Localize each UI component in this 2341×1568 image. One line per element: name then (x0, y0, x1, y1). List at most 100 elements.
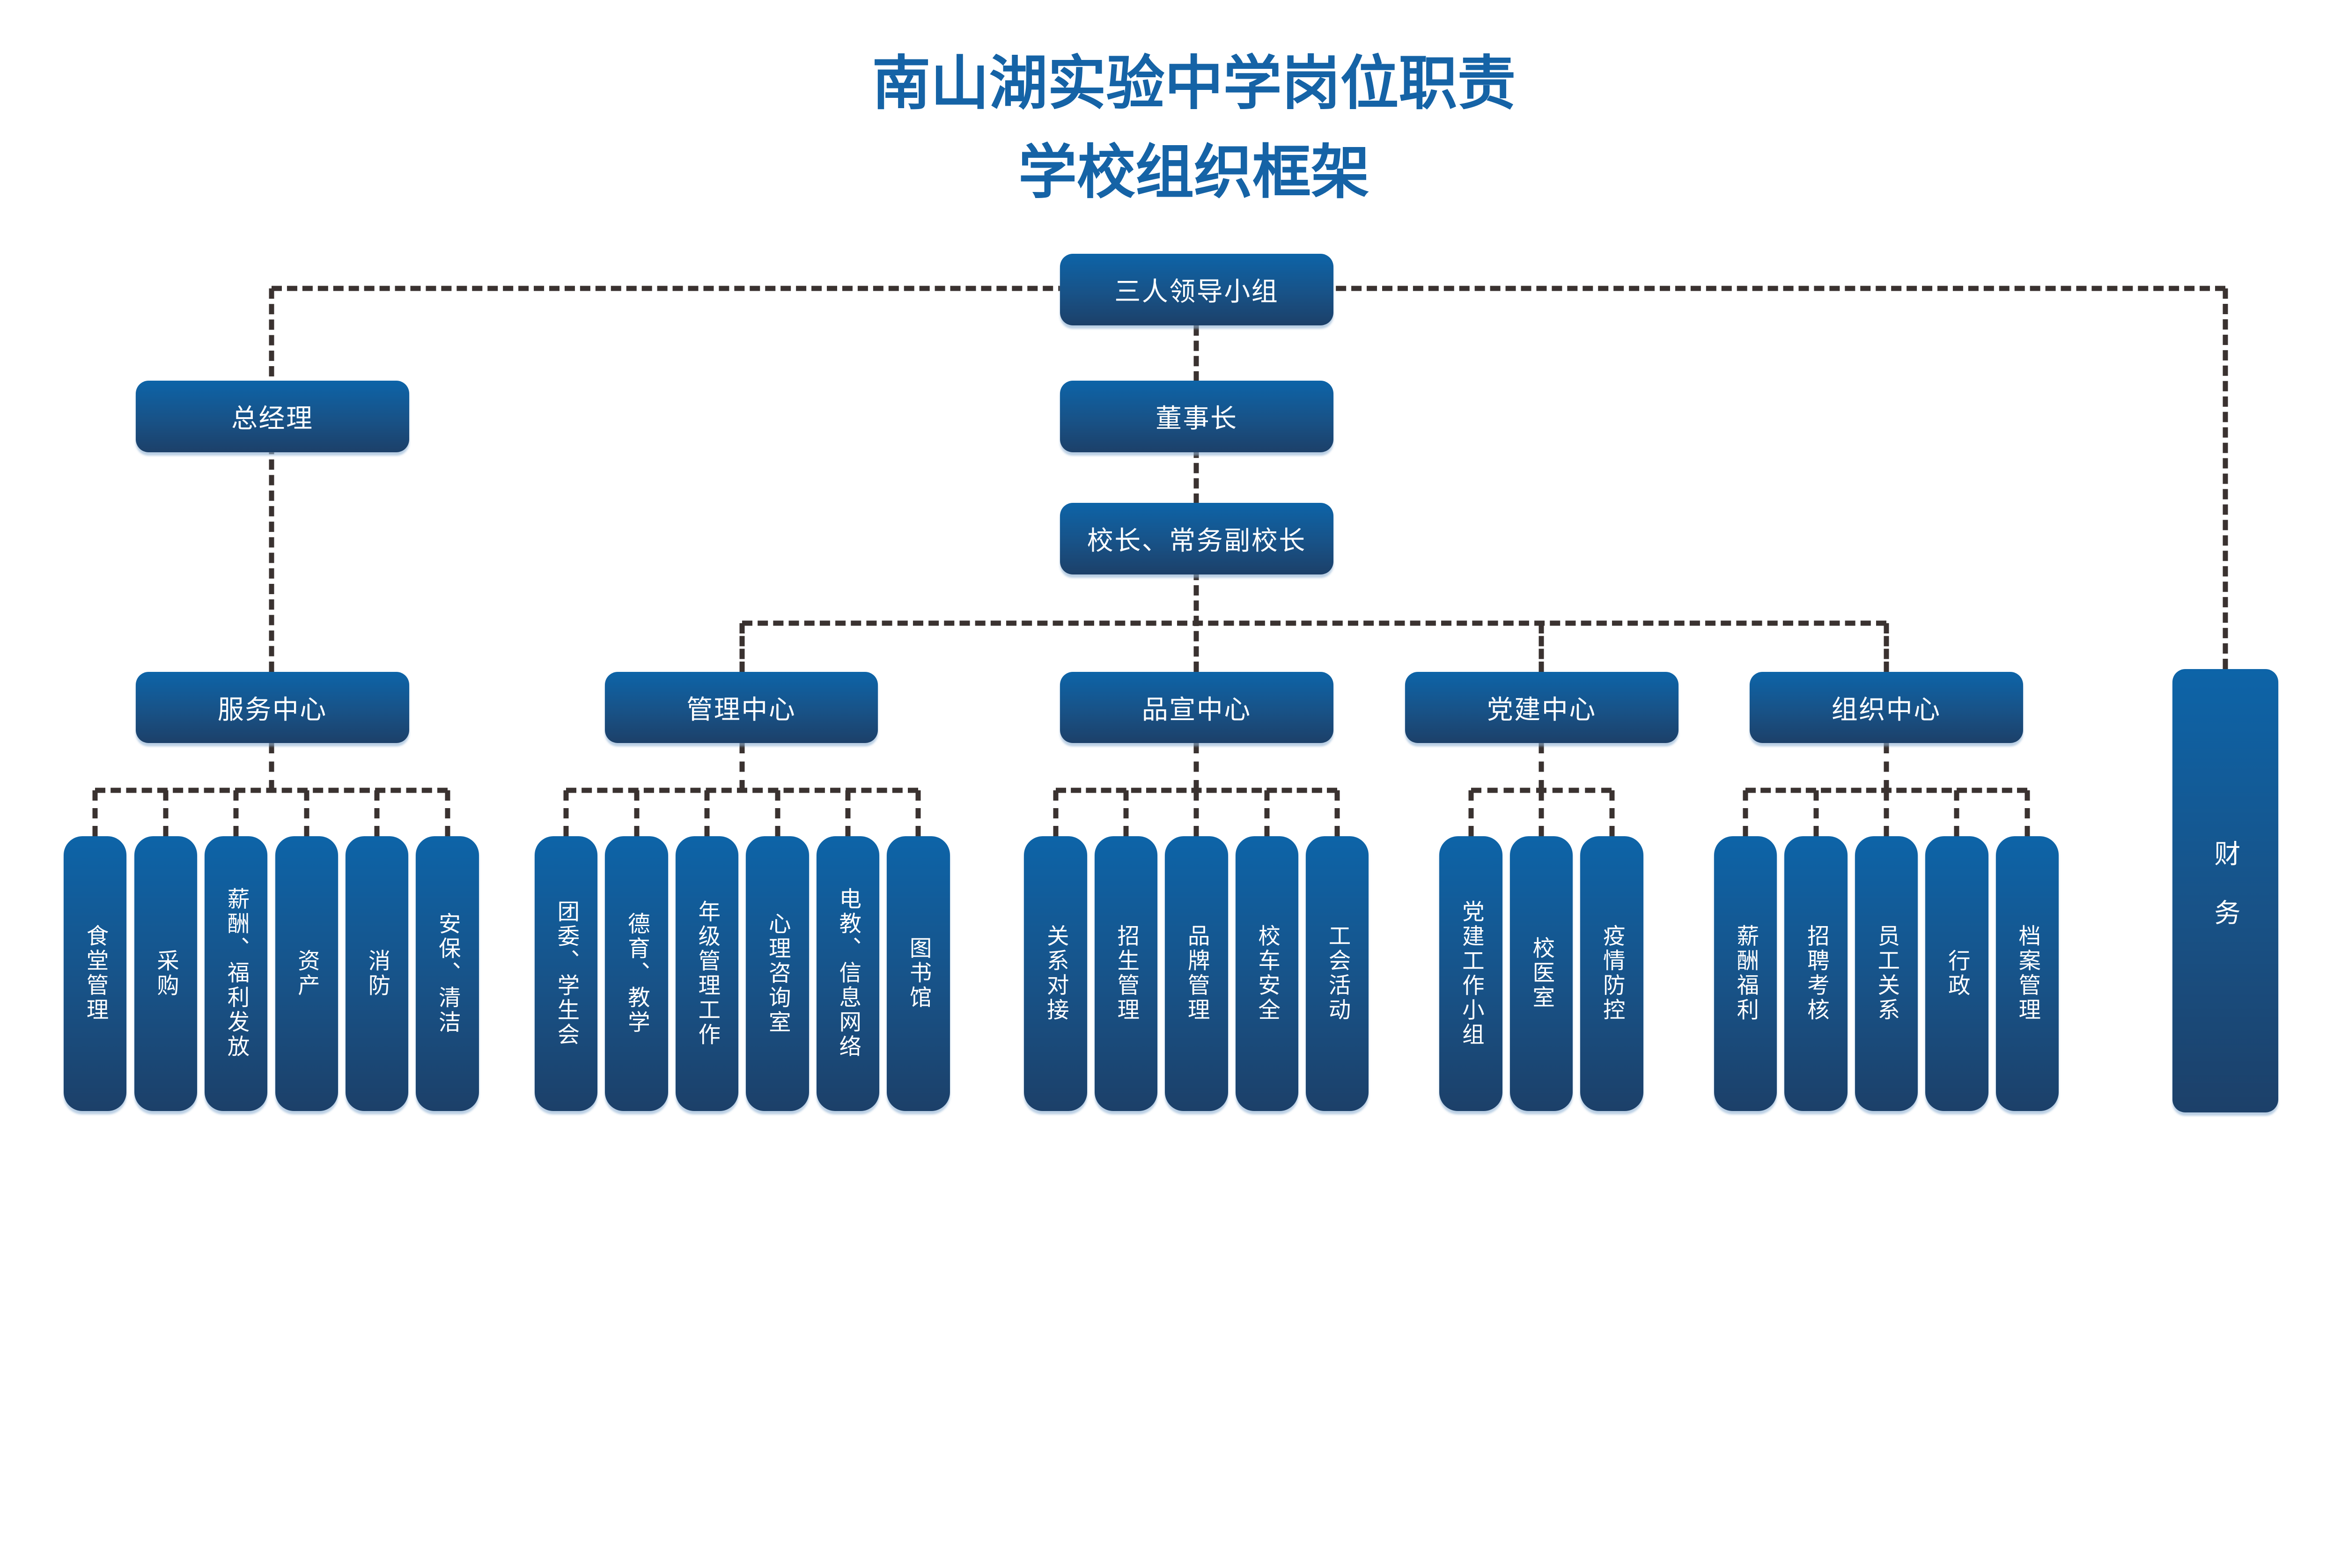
dept-box: 招生管理 (1094, 836, 1158, 1111)
dept-label: 校医室 (1529, 936, 1554, 1010)
dept-box: 采购 (134, 836, 197, 1111)
dept-box: 招聘考核 (1784, 836, 1848, 1111)
connector-child-stub (1334, 790, 1340, 836)
dept-box: 工会活动 (1306, 836, 1369, 1111)
connector-child-stub (1123, 790, 1129, 836)
node-management-center: 管理中心 (604, 671, 878, 744)
node-label: 董事长 (1156, 404, 1238, 434)
dept-label: 党建工作小组 (1458, 899, 1484, 1047)
connector-child-stub (1609, 790, 1614, 836)
connector-child-stub (1468, 790, 1474, 836)
connector-child-stub (1813, 790, 1819, 836)
connector-child-stub (775, 790, 780, 836)
connector-child-stub (445, 790, 450, 836)
dept-label: 疫情防控 (1599, 924, 1625, 1023)
connector-child-stub (1264, 790, 1270, 836)
connector-child-stub (634, 790, 640, 836)
dept-label: 消防 (364, 949, 390, 998)
connector-child-stub (1053, 790, 1058, 836)
connector-child-stub (915, 790, 921, 836)
dept-box: 行政 (1925, 836, 1988, 1111)
connector-stub-organization (1884, 623, 1889, 672)
node-general-manager: 总经理 (136, 381, 409, 452)
dept-label: 行政 (1944, 949, 1970, 998)
connector-group-horizontal (95, 788, 448, 793)
dept-box: 心理咨询室 (746, 836, 809, 1111)
dept-label: 资产 (294, 949, 319, 998)
connector-stub-party (1539, 623, 1544, 672)
connector-group-vertical (1193, 743, 1199, 790)
dept-label: 员工关系 (1874, 924, 1899, 1023)
connector-center-vertical (1193, 325, 1199, 672)
connector-child-stub (1539, 790, 1544, 836)
connector-child-stub (1743, 790, 1748, 836)
connector-left-vertical (269, 288, 274, 672)
connector-child-stub (233, 790, 239, 836)
connector-child-stub (563, 790, 569, 836)
connector-group-vertical (1884, 743, 1889, 790)
node-brand-publicity-center: 品宣中心 (1060, 671, 1333, 744)
dept-box: 品牌管理 (1165, 836, 1228, 1111)
connector-centers-horizontal (742, 620, 1887, 626)
connector-child-stub (2024, 790, 2030, 836)
connector-group-vertical (739, 743, 745, 790)
dept-box: 食堂管理 (64, 836, 127, 1111)
connector-group-vertical (269, 743, 274, 790)
node-label: 品宣中心 (1141, 694, 1251, 724)
node-label: 管理中心 (686, 694, 796, 724)
connector-child-stub (704, 790, 710, 836)
node-label: 校长、常务副校长 (1087, 526, 1306, 556)
dept-label: 团委、学生会 (553, 899, 579, 1047)
connector-group-vertical (1539, 743, 1544, 790)
node-label: 总经理 (231, 404, 314, 434)
connector-child-stub (1884, 790, 1889, 836)
node-label: 党建中心 (1487, 694, 1597, 724)
node-leadership-group: 三人领导小组 (1060, 254, 1333, 326)
connector-right-vertical-finance (2223, 288, 2228, 669)
connector-child-stub (1193, 790, 1199, 836)
dept-label: 招生管理 (1113, 924, 1139, 1023)
dept-label: 校车安全 (1254, 924, 1280, 1023)
dept-box: 资产 (275, 836, 338, 1111)
dept-label: 电教、信息网络 (835, 887, 861, 1060)
dept-box: 校车安全 (1235, 836, 1298, 1111)
dept-box: 团委、学生会 (535, 836, 598, 1111)
dept-box: 电教、信息网络 (816, 836, 880, 1111)
dept-label: 采购 (153, 949, 178, 998)
page-title-line1: 南山湖实验中学岗位职责 (872, 51, 1516, 116)
node-label: 组织中心 (1831, 694, 1941, 724)
dept-box: 薪酬、福利发放 (205, 836, 268, 1111)
dept-label: 年级管理工作 (694, 899, 720, 1047)
connector-group-horizontal (566, 788, 919, 793)
dept-label: 德育、教学 (624, 912, 649, 1035)
connector-child-stub (304, 790, 309, 836)
dept-box: 薪酬福利 (1714, 836, 1777, 1111)
dept-label: 食堂管理 (83, 924, 108, 1023)
dept-label: 安保、清洁 (435, 912, 460, 1035)
page-title-line2: 学校组织框架 (1018, 140, 1369, 205)
dept-box: 档案管理 (1995, 836, 2059, 1111)
dept-label: 关系对接 (1043, 924, 1068, 1023)
dept-box: 疫情防控 (1580, 836, 1643, 1111)
node-finance: 财务 (2172, 669, 2279, 1112)
connector-child-stub (92, 790, 98, 836)
connector-child-stub (374, 790, 380, 836)
dept-label: 档案管理 (2015, 924, 2040, 1023)
connector-stub-management (739, 623, 745, 672)
dept-box: 关系对接 (1024, 836, 1087, 1111)
dept-label: 图书馆 (906, 936, 931, 1010)
dept-label: 心理咨询室 (765, 912, 790, 1035)
node-label: 三人领导小组 (1114, 277, 1279, 307)
node-label: 财务 (2210, 839, 2240, 958)
node-organization-center: 组织中心 (1750, 671, 2023, 744)
node-service-center: 服务中心 (136, 671, 409, 744)
connector-child-stub (1954, 790, 1959, 836)
dept-box: 德育、教学 (605, 836, 668, 1111)
dept-label: 招聘考核 (1804, 924, 1829, 1023)
node-chairman: 董事长 (1060, 381, 1333, 452)
node-principal: 校长、常务副校长 (1060, 503, 1333, 574)
dept-box: 党建工作小组 (1439, 836, 1502, 1111)
node-party-building-center: 党建中心 (1405, 671, 1678, 744)
dept-label: 薪酬、福利发放 (223, 887, 249, 1060)
org-chart: 南山湖实验中学岗位职责 学校组织框架 三人领导小组 (64, 51, 2279, 1112)
